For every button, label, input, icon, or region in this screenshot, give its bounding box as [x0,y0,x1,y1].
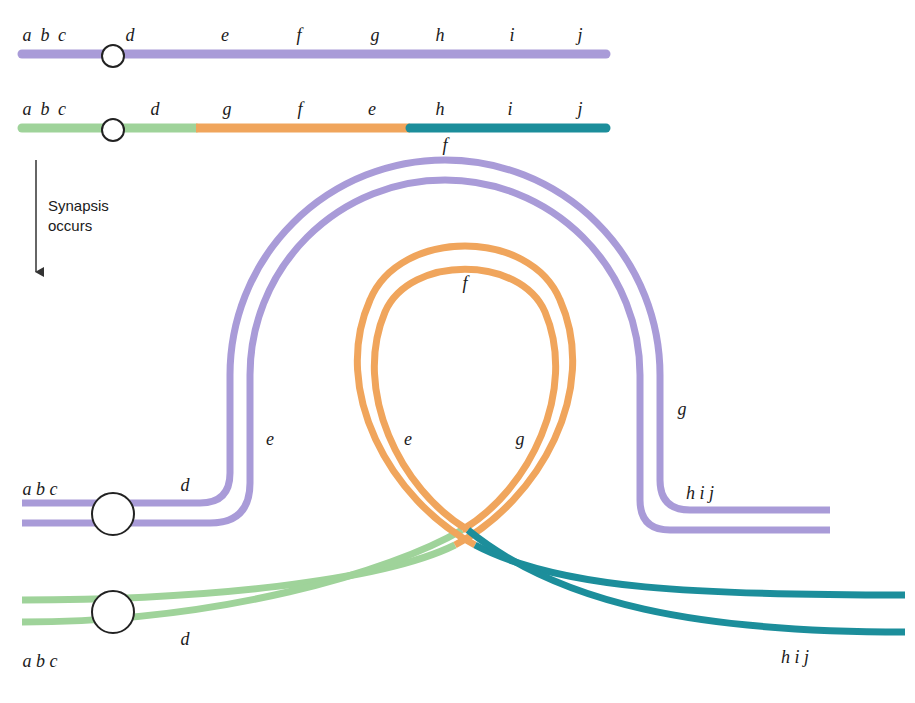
gene-label: a [23,26,32,46]
gene-label: a [23,100,32,120]
gene-label: j [577,26,582,46]
gene-label: j [577,100,582,120]
inversion-loop [357,246,572,545]
gene-label: a b c [23,480,58,500]
step-note: Synapsis occurs [48,196,128,237]
normal-strand [22,160,830,510]
gene-label: d [181,476,190,496]
gene-label: h [436,26,445,46]
gene-label: e [368,100,376,120]
gene-label: d [181,630,190,650]
inverted-segment [196,124,410,133]
gene-label: c [58,100,66,120]
centromere [102,119,124,141]
gene-label: g [678,400,687,420]
gene-label: b [41,26,50,46]
gene-label: g [516,430,525,450]
gene-label: h [436,100,445,120]
gene-label: h i j [686,484,714,504]
gene-label: b [41,100,50,120]
inverted-strand [22,530,462,622]
centromere [102,45,124,67]
gene-label: i [509,26,514,46]
gene-label: e [221,26,229,46]
gene-label: h i j [781,648,809,668]
inverted-strand [475,545,905,595]
inversion-loop [374,269,555,530]
gene-label: f [462,274,467,294]
inverted-strand [22,545,455,600]
gene-label: c [58,26,66,46]
normal-strand [22,180,830,530]
gene-label: i [507,100,512,120]
process-arrow [35,160,37,272]
gene-label: g [223,100,232,120]
gene-label: a b c [23,652,58,672]
gene-label: d [126,26,135,46]
gene-label: g [371,26,380,46]
centromere [92,591,134,633]
centromere [92,493,134,535]
gene-label: e [404,430,412,450]
gene-label: f [297,100,302,120]
gene-label: f [442,136,447,156]
gene-label: f [296,26,301,46]
gene-label: d [151,100,160,120]
gene-label: e [266,430,274,450]
inverted-strand [468,530,905,632]
chromosome-segment [410,124,606,133]
